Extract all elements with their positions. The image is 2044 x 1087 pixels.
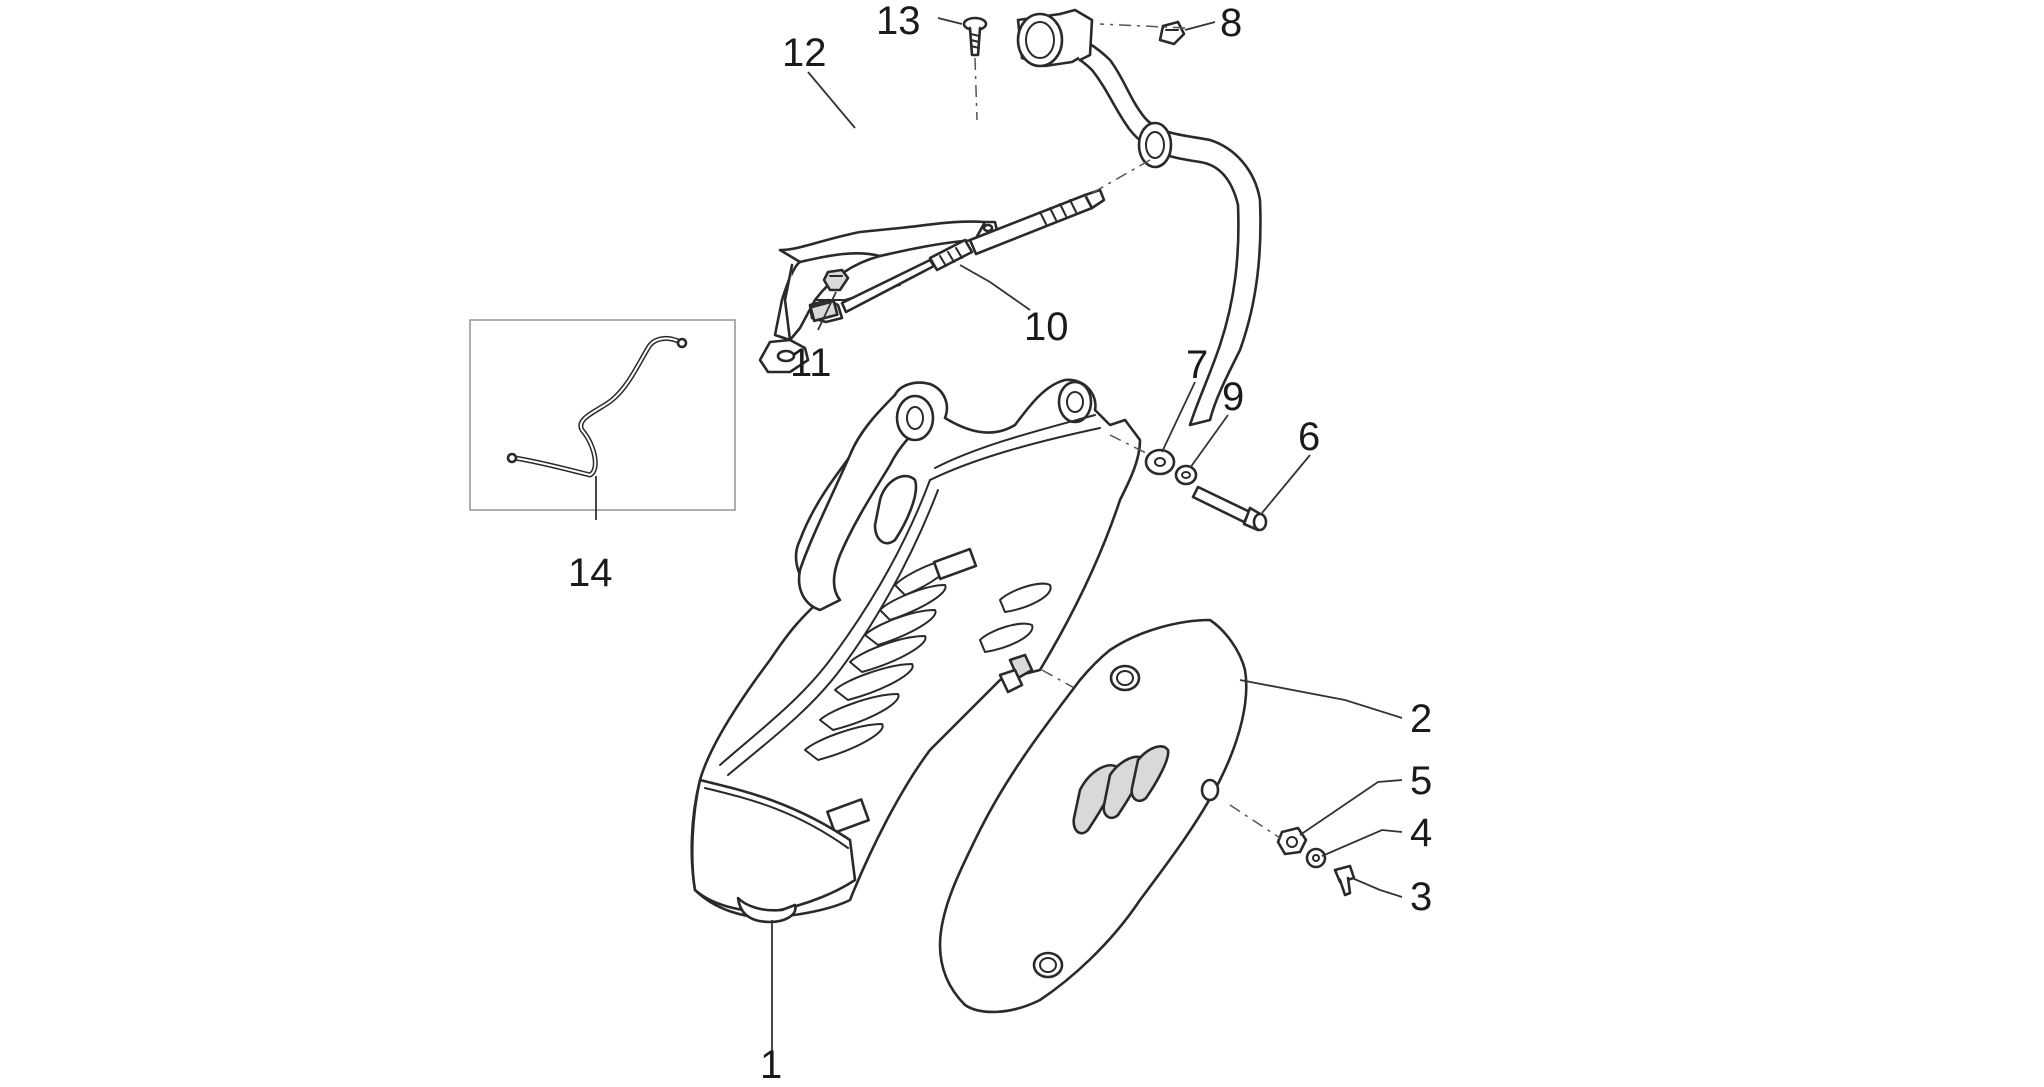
callout-labels: 1 2 3 4 5 6 7 8 9 10 11 12 13 14 (568, 0, 1432, 1087)
leader-8 (1184, 21, 1216, 31)
inset-wiring-harness (469, 319, 736, 511)
callout-6: 6 (1298, 415, 1320, 459)
callout-9: 9 (1222, 375, 1244, 419)
washer-7-part (1144, 448, 1176, 476)
wiring-harness-part (506, 335, 688, 478)
inset-frame (469, 319, 736, 511)
leader-13 (937, 17, 963, 25)
callout-2: 2 (1410, 697, 1432, 741)
callout-5: 5 (1410, 759, 1432, 803)
leader-11 (817, 291, 837, 331)
callout-10: 10 (1024, 305, 1069, 349)
leader-5 (1299, 779, 1403, 836)
leader-10 (959, 264, 1031, 311)
leader-6 (1261, 454, 1311, 514)
clamp-nut-part (1158, 20, 1186, 46)
callout-1: 1 (760, 1043, 782, 1087)
callout-14: 14 (568, 551, 613, 595)
callout-3: 3 (1410, 875, 1432, 919)
leader-lines (595, 17, 1403, 1075)
clip-part (822, 268, 850, 292)
bolt-6-part (1109, 434, 1268, 532)
leader-7 (1161, 381, 1196, 453)
callout-7: 7 (1186, 343, 1208, 387)
nut-5-part (1276, 826, 1308, 856)
callout-12: 12 (782, 31, 827, 75)
leader-2 (1239, 679, 1403, 719)
washer-4-part (1305, 847, 1327, 869)
leader-9 (1189, 414, 1229, 469)
heat-shield-part (938, 618, 1248, 1014)
callout-4: 4 (1410, 811, 1432, 855)
leader-3 (1351, 877, 1403, 898)
callout-8: 8 (1220, 1, 1242, 45)
leader-12 (807, 71, 856, 129)
callout-11: 11 (790, 341, 832, 385)
muffler-part (690, 378, 1142, 924)
callout-13: 13 (876, 0, 921, 43)
exhaust-header-pipe (1016, 8, 1262, 427)
leader-4 (1321, 829, 1403, 857)
washer-9-part (1174, 464, 1198, 486)
screw-part (962, 16, 988, 121)
